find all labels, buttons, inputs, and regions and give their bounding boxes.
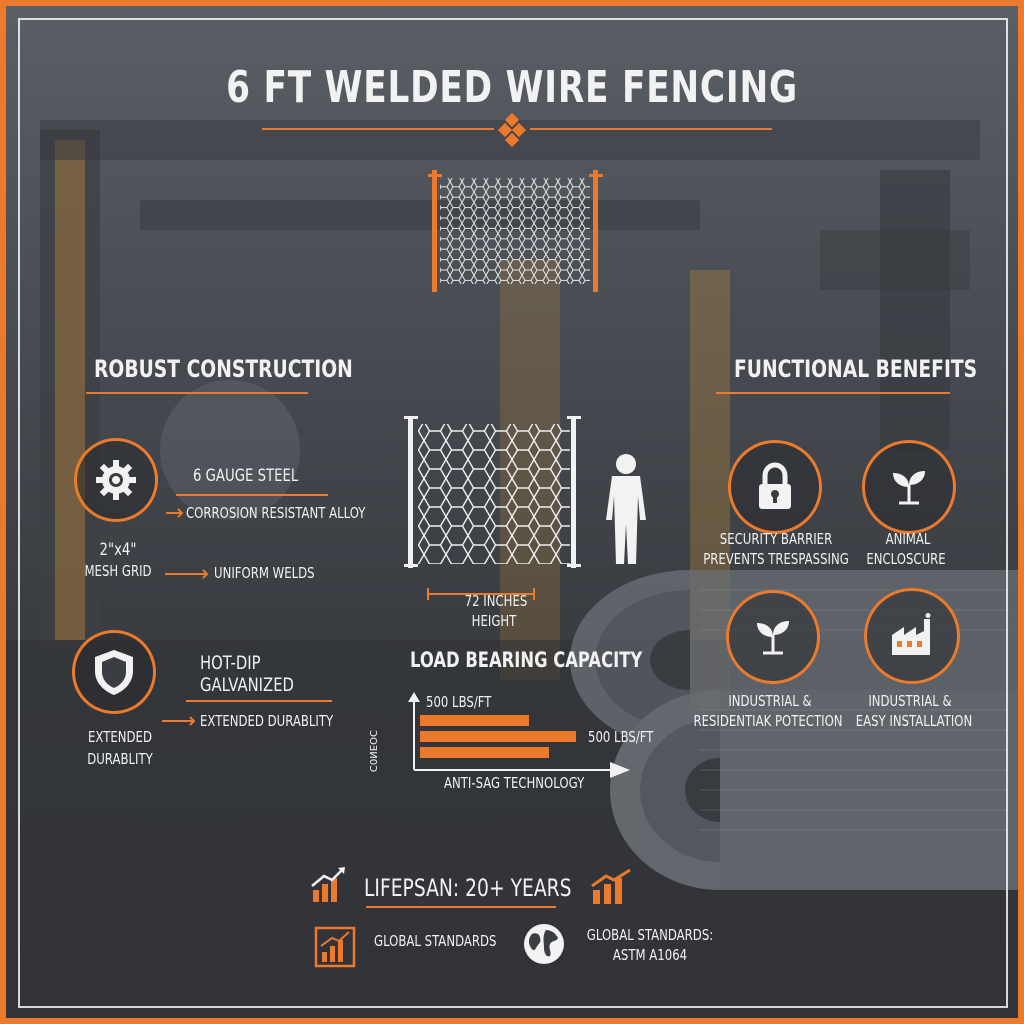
steel-label: 6 GAUGE STEEL [193,466,299,486]
standards-right-line2: ASTM A1064 [612,946,688,964]
construction-heading: ROBUST CONSTRUCTION [94,355,353,383]
alloy-label: CORROSION RESISTANT ALLOY [186,504,366,522]
mesh-label: MESH GRID [84,562,152,580]
load-chart-axes [408,692,630,778]
installation-line1: INDUSTRIAL & [868,692,952,710]
dimension-line2: HEIGHT [471,612,517,630]
coating-rule [186,700,332,702]
durability-line1: EXTENDED [88,728,152,746]
chart-box-icon [314,926,356,968]
lifespan-rule [366,906,556,908]
dimension-line1: 72 INCHES [464,592,528,610]
load-side-label: 500 LBS/FT [588,728,654,746]
benefits-heading: FUNCTIONAL BENEFITS [734,355,978,383]
lifespan-label: LIFEPSAN: 20+ YEARS [364,874,572,902]
welds-arrow-icon [165,569,209,579]
durability-arrow-label: EXTENDED DURABLITY [200,712,334,730]
durability-line2: DURABLITY [87,750,153,768]
sprout-badge-bottom [726,590,820,684]
globe-icon [524,924,564,964]
animal-line2: ENCLOSCURE [866,550,946,568]
gear-badge [74,438,158,522]
load-top-label: 500 LBS/FT [426,693,492,711]
fence-height-diagram [404,416,646,568]
sprout-icon [757,621,789,655]
page-title: 6 FT WELDED WIRE FENCING [226,62,798,113]
title-rule-left [262,128,494,130]
load-heading: LOAD BEARING CAPACITY [410,648,643,672]
load-bar-1 [420,715,529,726]
person-icon [606,454,646,564]
load-axis-label: ANTI-SAG TECHNOLOGY [444,774,585,792]
sprout-badge-top [862,440,956,534]
construction-rule [86,392,308,394]
load-bar-2 [420,731,576,742]
dimension-bracket [427,588,535,600]
alloy-arrow-icon [166,508,184,518]
durability-arrow-icon [162,716,196,726]
residential-line2: RESIDENTIAK POTECTION [693,712,843,730]
benefits-rule [716,392,950,394]
fence-icon [428,170,603,292]
lock-badge [728,440,822,534]
welds-label: UNIFORM WELDS [214,564,315,582]
residential-line1: INDUSTRIAL & [728,692,812,710]
load-y-axis-label: ƆOƎИ0Ɔ [367,730,378,773]
factory-icon [892,613,931,655]
mesh-size: 2"x4" [99,540,137,560]
security-line2: PREVENTS TRESPASSING [703,550,849,568]
installation-line2: EASY INSTALLATION [855,712,973,730]
load-bar-3 [420,747,549,758]
shield-icon [95,650,133,695]
sprout-icon [893,471,925,505]
coating-line1: HOT-DIP [200,652,261,674]
lock-icon [759,462,791,509]
shield-badge [72,630,156,714]
chart-up-icon-right [591,868,631,904]
gear-icon [96,460,136,500]
steel-rule [176,494,328,496]
diamond-ornament-icon [497,112,527,148]
title-rule-right [530,128,772,130]
chart-up-icon [311,867,345,902]
security-line1: SECURITY BARRIER [719,530,833,548]
standards-right-line1: GLOBAL STANDARDS: [586,926,714,944]
standards-left: GLOBAL STANDARDS [374,932,497,950]
coating-line2: GALVANIZED [200,674,294,696]
animal-line1: ANIMAL [885,530,931,548]
factory-badge [864,588,960,684]
